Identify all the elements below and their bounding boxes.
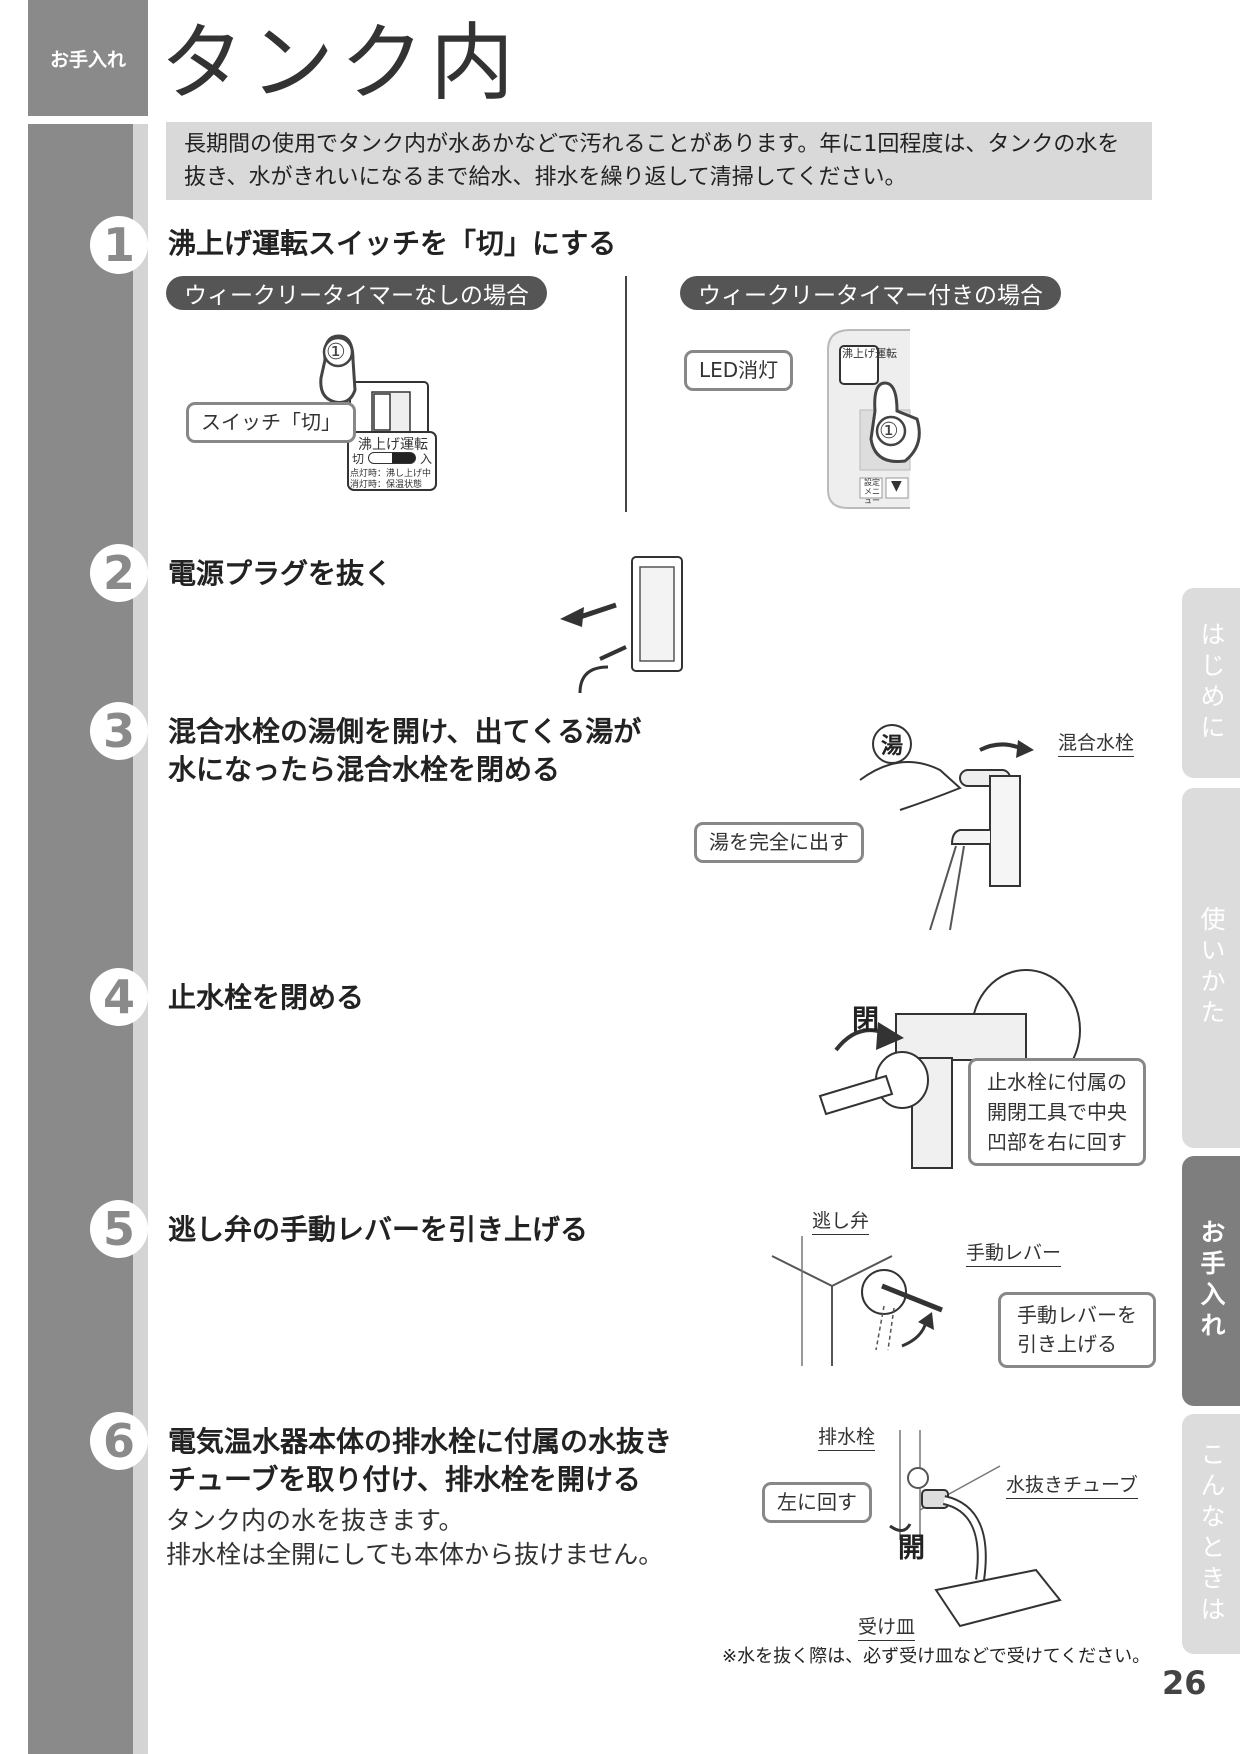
step-title-1: 沸上げ運転スイッチを「切」にする [168, 227, 617, 260]
panel-menu-label: 設定メニュー [864, 478, 880, 505]
circle-1-left: ① [326, 340, 346, 365]
drain-tube-illustration [889, 1430, 1062, 1628]
callout-stop-valve-line2: 開閉工具で中央 [987, 1100, 1127, 1124]
step-title-4: 止水栓を閉める [168, 981, 365, 1014]
callout-stop-valve-line1: 止水栓に付属の [987, 1070, 1127, 1094]
switch-note-2: 消灯時：保温状態 [350, 480, 423, 490]
drain-note: ※水を抜く際は、必ず受け皿などで受けてください。 [722, 1646, 1151, 1667]
close-label: 閉 [852, 1005, 879, 1036]
step-title-3-line2: 水になったら混合水栓を閉める [168, 753, 561, 786]
page-number: 26 [1162, 1664, 1207, 1702]
sidebar-bar [28, 124, 148, 1754]
drain-tube-label: 水抜きチューブ [1006, 1470, 1138, 1499]
tab-troubleshooting[interactable]: こんなときは [1182, 1414, 1240, 1654]
step-number-1: 1 [90, 216, 148, 274]
step-number-5: 5 [90, 1200, 148, 1258]
power-outlet-illustration [560, 556, 683, 694]
pill-no-weekly-timer: ウィークリータイマーなしの場合 [166, 276, 547, 310]
switch-label: 沸上げ運転 [358, 437, 428, 453]
callout-lift-lever-line2: 引き上げる [1017, 1332, 1117, 1356]
tab-maintenance[interactable]: お手入れ [1182, 1156, 1240, 1406]
callout-led-off: LED消灯 [684, 350, 794, 391]
hot-water-icon: 湯 [872, 724, 912, 764]
switch-slider [368, 452, 416, 464]
intro-text: 長期間の使用でタンク内が水あかなどで汚れることがあります。年に1回程度は、タンク… [166, 122, 1152, 200]
step-title-3-line1: 混合水栓の湯側を開け、出てくる湯が [168, 715, 642, 748]
hand-pointer-icon-right [869, 381, 921, 464]
section-tag: お手入れ [28, 0, 148, 116]
panel-down-arrow-icon: ▼ [891, 478, 902, 494]
callout-stop-valve-line3: 凹部を右に回す [987, 1130, 1127, 1154]
step1-divider [625, 276, 627, 512]
callout-turn-left: 左に回す [762, 1482, 872, 1523]
step-6-sub-line1: タンク内の水を抜きます。 [166, 1506, 464, 1535]
panel-boil-label: 沸上げ運転 [842, 347, 897, 360]
switch-on-label: 入 [420, 452, 433, 466]
pill-with-weekly-timer: ウィークリータイマー付きの場合 [680, 276, 1061, 310]
step-title-6-line2: チューブを取り付け、排水栓を開ける [168, 1463, 641, 1496]
step-number-6: 6 [90, 1412, 148, 1470]
step-number-2: 2 [90, 544, 148, 602]
step-title-5: 逃し弁の手動レバーを引き上げる [168, 1213, 589, 1246]
relief-valve-label: 逃し弁 [812, 1206, 870, 1235]
step-number-3: 3 [90, 702, 148, 760]
faucet-label: 混合水栓 [1058, 728, 1135, 757]
callout-stop-valve: 止水栓に付属の 開閉工具で中央 凹部を右に回す [968, 1058, 1146, 1166]
tray-label: 受け皿 [858, 1612, 916, 1641]
switch-note-1: 点灯時：沸し上げ中 [350, 469, 432, 479]
manual-lever-label: 手動レバー [966, 1238, 1062, 1267]
page-title: タンク内 [160, 14, 521, 112]
step-title-6-line1: 電気温水器本体の排水栓に付属の水抜き [168, 1425, 673, 1458]
callout-lift-lever: 手動レバーを 引き上げる [998, 1292, 1156, 1368]
faucet-illustration [859, 740, 1034, 931]
relief-valve-illustration [771, 1236, 943, 1366]
sidebar-stripe [133, 124, 148, 1754]
switch-off-label: 切 [352, 452, 365, 466]
drain-plug-label: 排水栓 [818, 1422, 876, 1451]
circle-1-right: ① [879, 419, 899, 444]
step-6-sub-line2: 排水栓は全開にしても本体から抜けません。 [166, 1540, 664, 1569]
hand-pointer-icon [319, 334, 357, 404]
callout-switch-off: スイッチ「切」 [186, 402, 356, 443]
step-number-4: 4 [90, 968, 148, 1026]
tab-usage[interactable]: 使いかた [1182, 788, 1240, 1148]
step-title-2: 電源プラグを抜く [168, 557, 393, 590]
tab-introduction[interactable]: はじめに [1182, 588, 1240, 778]
callout-full-hot: 湯を完全に出す [694, 822, 864, 863]
callout-lift-lever-line1: 手動レバーを [1017, 1303, 1137, 1327]
open-label: 開 [898, 1533, 925, 1564]
switch-illustration [347, 381, 437, 491]
